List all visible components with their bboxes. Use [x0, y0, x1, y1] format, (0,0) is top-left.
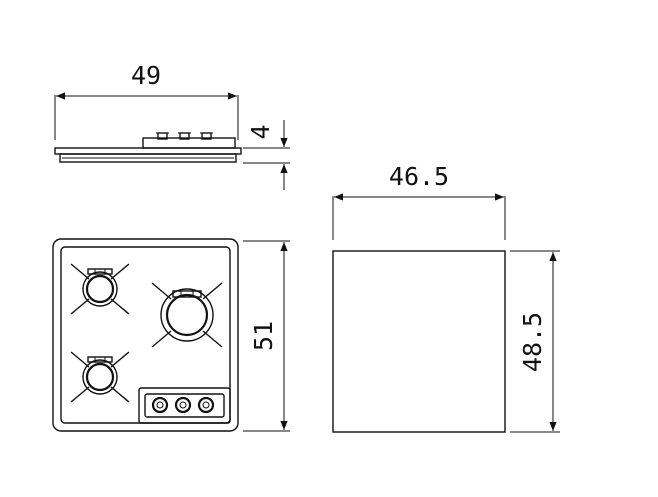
control-panel	[138, 387, 231, 424]
hob-width-label: 49	[131, 61, 161, 90]
side-knob-3	[200, 132, 213, 140]
side-view: 49 4	[54, 61, 290, 190]
gas-burner-icon	[151, 282, 223, 348]
hob-depth-label: 51	[249, 321, 278, 351]
cutout-width-label: 46.5	[389, 162, 449, 191]
top-view: 51	[52, 238, 290, 432]
side-knob-1	[156, 132, 169, 140]
control-knob-icon	[151, 396, 169, 414]
hob-profile	[54, 132, 242, 163]
gas-burner-icon	[70, 263, 130, 315]
cutout-view: 46.5 48.5	[332, 162, 560, 433]
hob-outer-frame	[52, 238, 239, 432]
control-knob-icon	[197, 396, 215, 414]
cutout-depth-label: 48.5	[518, 312, 547, 372]
hob-height-label: 4	[246, 124, 275, 139]
gas-burner-icon	[70, 351, 130, 403]
cutout-rectangle	[332, 250, 506, 433]
control-knob-icon	[174, 396, 192, 414]
side-knob-2	[178, 132, 191, 140]
